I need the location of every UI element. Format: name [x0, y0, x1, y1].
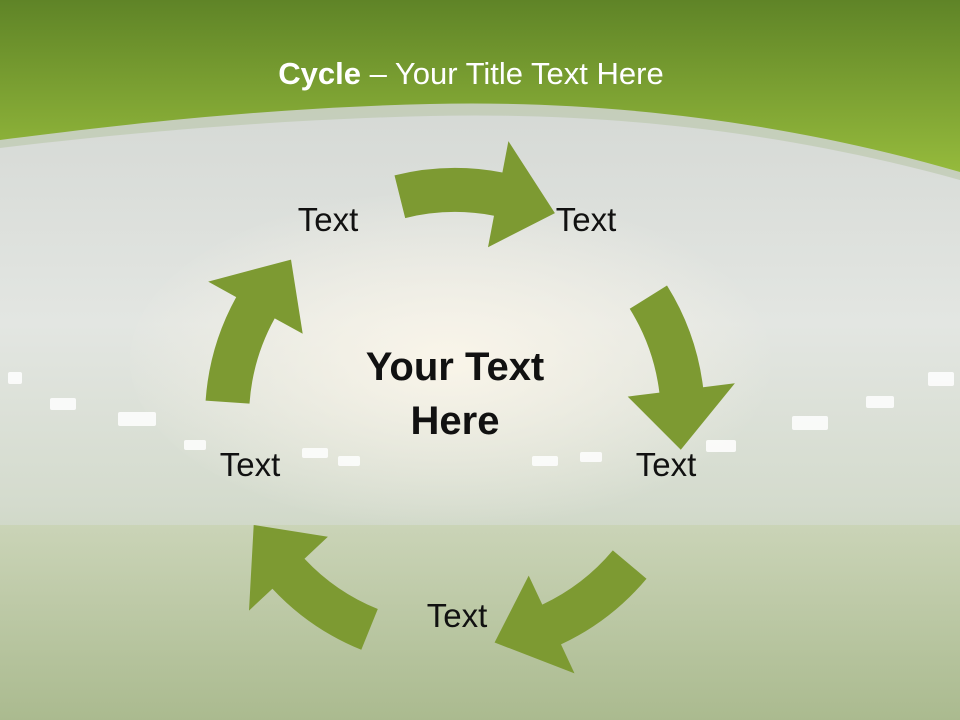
cycle-arrow-3	[494, 550, 647, 674]
cycle-node-2-label: Text	[555, 201, 617, 238]
center-text-line-1: Your Text	[365, 345, 545, 389]
slide-title: Cycle – Your Title Text Here	[0, 52, 942, 96]
title-rest: – Your Title Text Here	[361, 56, 664, 91]
cycle-arrow-2	[627, 285, 735, 450]
cycle-arrow-4	[249, 525, 378, 650]
cycle-arrow-5	[205, 259, 303, 404]
cycle-node-5-label: Text	[219, 446, 281, 483]
cycle-arrow-1	[394, 141, 555, 248]
cycle-node-4-label: Text	[426, 597, 488, 634]
cycle-node-3-label: Text	[635, 446, 697, 483]
cycle-arrows	[205, 141, 735, 674]
center-text-line-2: Here	[410, 399, 500, 443]
title-bold: Cycle	[278, 56, 361, 91]
center-text: Your Text Here	[330, 340, 580, 448]
cycle-node-1-label: Text	[297, 201, 359, 238]
